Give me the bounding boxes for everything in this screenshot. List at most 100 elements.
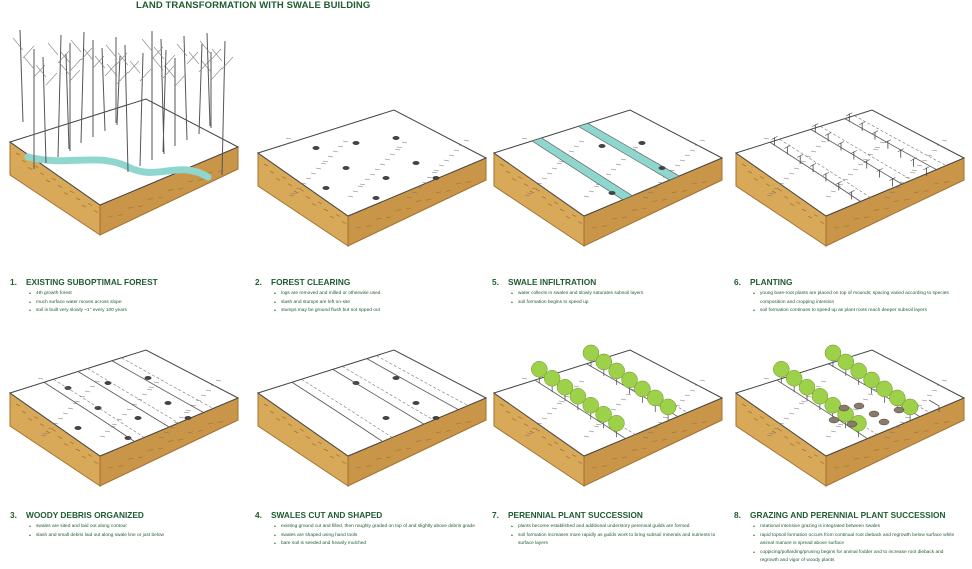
tree-branch	[128, 61, 139, 73]
forest-illustration	[8, 20, 240, 235]
swales-cut-illustration	[256, 348, 488, 488]
bullet-list: rotational intensive grazing is integrat…	[734, 523, 959, 566]
tree-branch	[13, 38, 23, 50]
ground-texture	[764, 378, 769, 379]
step-number: 3.	[10, 510, 26, 520]
bullet: swales are sited and laid out along cont…	[36, 523, 235, 532]
ground-texture	[286, 138, 291, 139]
stump	[383, 176, 390, 180]
tree-branch	[36, 65, 46, 77]
grazing-animal	[854, 403, 864, 409]
tree-branch	[175, 74, 186, 86]
step-number: 8.	[734, 510, 750, 520]
tree-branch	[211, 68, 222, 80]
stump	[135, 416, 142, 420]
infiltration-illustration	[492, 108, 724, 248]
ground-texture	[464, 140, 469, 141]
tree-branch	[24, 57, 34, 69]
bullet: existing ground cut and filled, then rou…	[281, 523, 480, 532]
bullet: stumps may be ground flush but not rippe…	[281, 307, 480, 316]
caption-1: 1.EXISTING SUBOPTIMAL FOREST 4th growth …	[10, 277, 235, 316]
stump	[75, 426, 82, 430]
stump	[659, 166, 666, 170]
step-heading: PERENNIAL PLANT SUCCESSION	[508, 510, 643, 520]
tree-branch	[70, 59, 81, 71]
bullet: water collects in swales and slowly satu…	[518, 290, 717, 299]
stump	[353, 141, 360, 145]
step-number: 2.	[255, 277, 271, 287]
ground-texture	[942, 140, 947, 141]
ground-texture	[942, 380, 947, 381]
tree-branch	[23, 46, 34, 58]
tree-branch	[212, 49, 222, 61]
tree-branch	[140, 69, 151, 81]
succession-illustration	[492, 348, 724, 488]
tree-branch	[177, 44, 187, 56]
tree-branch	[105, 64, 116, 76]
tree-branch	[95, 56, 105, 68]
bullet-list: swales are sited and laid out along cont…	[10, 523, 235, 540]
bullet-list: young bare-root plants are placed on top…	[734, 290, 959, 316]
grazing-animal	[847, 421, 857, 427]
bullet: rapid topsoil formation occurs from cont…	[760, 532, 959, 549]
stump	[165, 401, 172, 405]
bullet-list: plants become established and additional…	[492, 523, 717, 549]
tree-canopy	[902, 399, 918, 415]
stump	[323, 186, 330, 190]
stump	[433, 416, 440, 420]
tree-trunk	[20, 30, 23, 122]
step-number: 6.	[734, 277, 750, 287]
caption-8: 8.GRAZING AND PERENNIAL PLANT SUCCESSION…	[734, 510, 959, 566]
step-heading: GRAZING AND PERENNIAL PLANT SUCCESSION	[750, 510, 945, 520]
tree-branch	[46, 73, 57, 85]
ground-texture	[700, 140, 705, 141]
step-number: 1.	[10, 277, 26, 287]
stump	[383, 416, 390, 420]
bullet: 4th growth forest	[36, 290, 235, 299]
stump	[609, 191, 616, 195]
bullet-list: 4th growth forest much surface water mov…	[10, 290, 235, 316]
bullet: soil formation increases more rapidly as…	[518, 532, 717, 549]
bullet-list: logs are removed and milled or otherwise…	[255, 290, 480, 316]
step-number: 4.	[255, 510, 271, 520]
stump	[393, 136, 400, 140]
stump	[105, 381, 112, 385]
stump	[145, 376, 152, 380]
tree-branch	[201, 60, 211, 72]
planting-illustration	[734, 108, 966, 248]
grazing-animal	[894, 407, 904, 413]
tree-branch	[154, 47, 164, 59]
step-heading: FOREST CLEARING	[271, 277, 350, 287]
tree-branch	[165, 66, 175, 78]
grazing-animal	[879, 419, 889, 425]
clearing-illustration	[256, 108, 488, 248]
step-heading: EXISTING SUBOPTIMAL FOREST	[26, 277, 158, 287]
tree-branch	[130, 61, 140, 73]
page-title: LAND TRANSFORMATION WITH SWALE BUILDING	[136, 0, 370, 11]
bullet: soil formation begins to speed up	[518, 299, 717, 308]
stump	[373, 196, 380, 200]
stump	[413, 161, 420, 165]
bullet: slash and stumps are left on-site	[281, 299, 480, 308]
caption-3: 3.WOODY DEBRIS ORGANIZED swales are site…	[10, 510, 235, 540]
bullet: much surface water moves across slope	[36, 299, 235, 308]
tree-branch	[210, 49, 221, 61]
step-number: 5.	[492, 277, 508, 287]
step-heading: PLANTING	[750, 277, 792, 287]
tree-branch	[163, 66, 174, 78]
bullet-list: water collects in swales and slowly satu…	[492, 290, 717, 307]
caption-7: 7.PERENNIAL PLANT SUCCESSION plants beco…	[492, 510, 717, 549]
ground-texture	[764, 138, 769, 139]
bullet: plants become established and additional…	[518, 523, 717, 532]
tree-branch	[83, 48, 93, 60]
stump	[599, 144, 606, 148]
bullet: bare soil is seeded and heavily mulched	[281, 540, 480, 549]
bullet: swales are shaped using hand tools	[281, 532, 480, 541]
caption-2: 2.FOREST CLEARING logs are removed and m…	[255, 277, 480, 316]
tree-branch	[69, 70, 80, 82]
bullet: young bare-root plants are placed on top…	[760, 290, 959, 307]
tree-branch	[222, 57, 233, 69]
tree-branch	[81, 48, 92, 60]
step-heading: SWALE INFILTRATION	[508, 277, 596, 287]
stump	[185, 416, 192, 420]
